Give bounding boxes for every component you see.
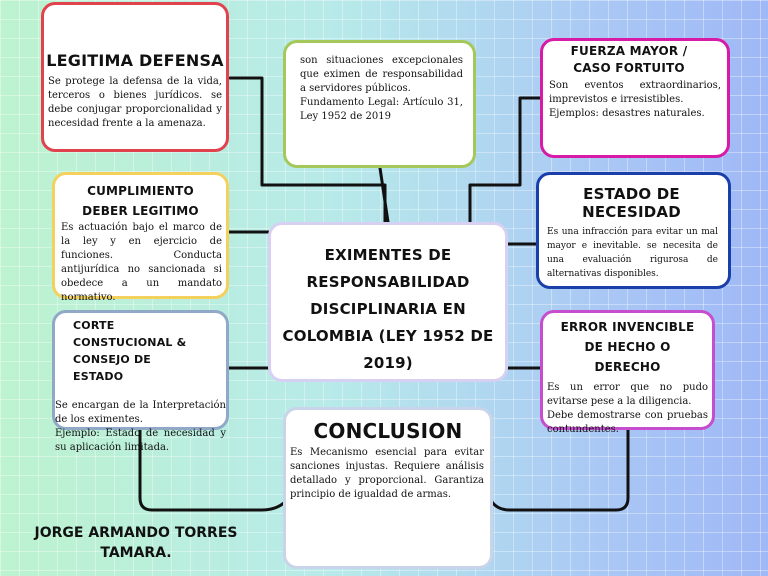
corte-text: Se encargan de la Interpretación de los …: [55, 400, 226, 453]
estado-necesidad-node: ESTADO DE NECESIDAD Es una infracción pa…: [536, 172, 731, 289]
error-invencible-title: ERROR INVENCIBLE DE HECHO O DERECHO: [560, 320, 695, 374]
intro-text: son situaciones excepcionales que eximen…: [300, 55, 463, 122]
error-invencible-node: ERROR INVENCIBLE DE HECHO O DERECHO Es u…: [540, 310, 715, 435]
cumplimiento-title: CUMPLIMIENTO DEBER LEGITIMO: [82, 184, 199, 218]
connector-fuerza-mayor: [468, 96, 542, 224]
intro-node: son situaciones excepcionales que eximen…: [283, 40, 476, 168]
legitima-defensa-title: LEGITIMA DEFENSA: [46, 51, 224, 70]
center-title-node: EXIMENTES DE RESPONSABILIDAD DISCIPLINAR…: [268, 222, 508, 382]
fuerza-mayor-node: FUERZA MAYOR / CASO FORTUITO Son eventos…: [540, 38, 730, 158]
legitima-defensa-text: Se protege la defensa de la vida, tercer…: [48, 76, 222, 129]
corte-node: CORTE CONSTUCIONAL & CONSEJO DE ESTADO S…: [52, 310, 229, 453]
estado-necesidad-text: Es una infracción para evitar un mal may…: [547, 227, 718, 279]
connector-bottom-left: [138, 426, 287, 512]
center-title: EXIMENTES DE RESPONSABILIDAD DISCIPLINAR…: [282, 246, 494, 372]
cumplimiento-text: Es actuación bajo el marco de la ley y e…: [61, 222, 222, 303]
fuerza-mayor-title: FUERZA MAYOR / CASO FORTUITO: [570, 44, 688, 75]
error-invencible-text: Es un error que no pudo evitarse pese a …: [547, 382, 708, 435]
estado-necesidad-title: ESTADO DE NECESIDAD: [582, 185, 681, 221]
legitima-defensa-node: LEGITIMA DEFENSA Se protege la defensa d…: [41, 2, 229, 152]
connector-intro: [378, 166, 390, 224]
conclusion-text: Es Mecanismo esencial para evitar sancio…: [290, 447, 484, 500]
author-name: JORGE ARMANDO TORRES TAMARA.: [34, 525, 238, 561]
connector-bottom-right: [490, 426, 630, 512]
cumplimiento-node: CUMPLIMIENTO DEBER LEGITIMO Es actuación…: [52, 172, 229, 303]
conclusion-title: CONCLUSION: [313, 419, 463, 443]
fuerza-mayor-text: Son eventos extraordinarios, imprevistos…: [549, 80, 721, 119]
conclusion-node: CONCLUSION Es Mecanismo esencial para ev…: [283, 407, 493, 569]
corte-title: CORTE CONSTUCIONAL & CONSEJO DE ESTADO: [73, 319, 187, 383]
